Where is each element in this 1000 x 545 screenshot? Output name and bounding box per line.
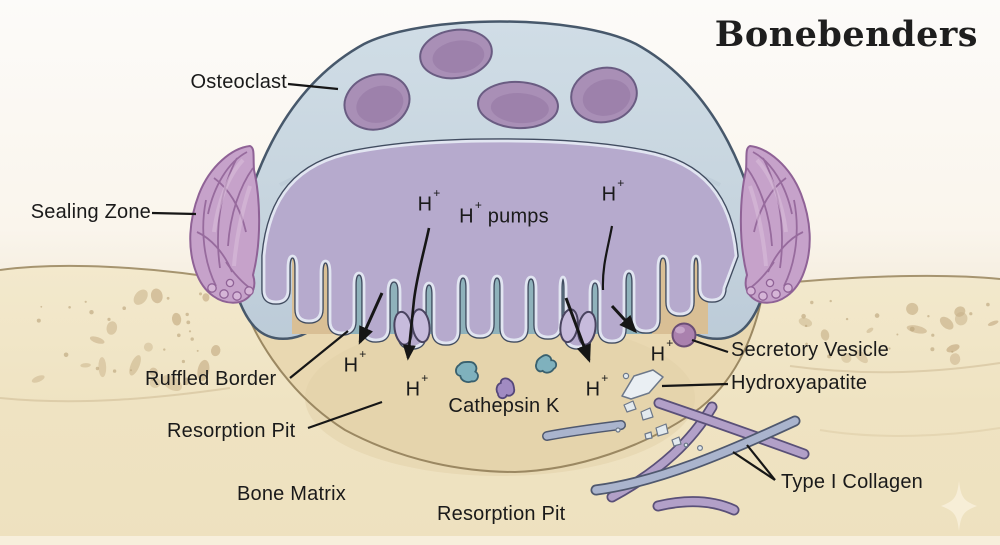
label-osteoclast: Osteoclast: [190, 71, 287, 93]
pointer-line-ruffled-border: [289, 330, 349, 379]
label-resorption-pit-upper: Resorption Pit: [167, 420, 296, 442]
h-flux-line-right: [601, 225, 614, 291]
secretory-vesicle: [671, 322, 697, 348]
bone-lower-band: [0, 536, 1000, 545]
label-sealing-zone: Sealing Zone: [30, 201, 151, 223]
pointer-line-sealing-zone: [151, 211, 197, 216]
pointer-line-collagen-b: [746, 444, 776, 481]
label-h-ion-mid-left: H+: [343, 347, 367, 377]
pointer-line-resorption-pit: [307, 400, 383, 430]
bone-trabecular-texture: [31, 288, 999, 392]
label-secretory-vesicle: Secretory Vesicle: [731, 339, 889, 361]
h-flux-line-left: [402, 227, 431, 361]
brand-logo: Bonebenders: [714, 14, 978, 55]
label-h-ion-upper-right: H+: [601, 176, 625, 206]
label-ruffled-border: Ruffled Border: [145, 368, 277, 390]
pointer-line-collagen-a: [732, 451, 776, 481]
label-resorption-pit-lower: Resorption Pit: [437, 503, 566, 525]
hydroxyapatite-crystals: [615, 369, 703, 452]
label-h-ion-mid-right: H+: [650, 336, 674, 366]
label-h-ion-upper-left: H+: [417, 186, 441, 216]
h-flux-arrow-pump-right: [564, 297, 591, 363]
label-bone-matrix: Bone Matrix: [237, 483, 346, 505]
sparkle-icon: [941, 481, 977, 531]
label-h-ion-lower-right: H+: [585, 371, 609, 401]
h-flux-arrow-diag-right: [610, 304, 638, 334]
nuclei: [343, 28, 638, 131]
h-flux-arrow-diag-left: [358, 292, 384, 345]
pointer-line-osteoclast: [287, 82, 339, 91]
label-cathepsin-k: Cathepsin K: [448, 395, 560, 417]
pointer-line-secretory-vesicle: [691, 338, 729, 354]
label-h-pumps: H+ pumps: [459, 198, 549, 228]
label-h-ion-lower-left: H+: [405, 371, 429, 401]
annotation-lines: [151, 82, 776, 481]
label-type-i-collagen: Type I Collagen: [781, 471, 923, 493]
label-hydroxyapatite: Hydroxyapatite: [731, 372, 868, 394]
pointer-line-hydroxyapatite: [661, 382, 729, 388]
type-i-collagen-fibers: [542, 397, 810, 516]
